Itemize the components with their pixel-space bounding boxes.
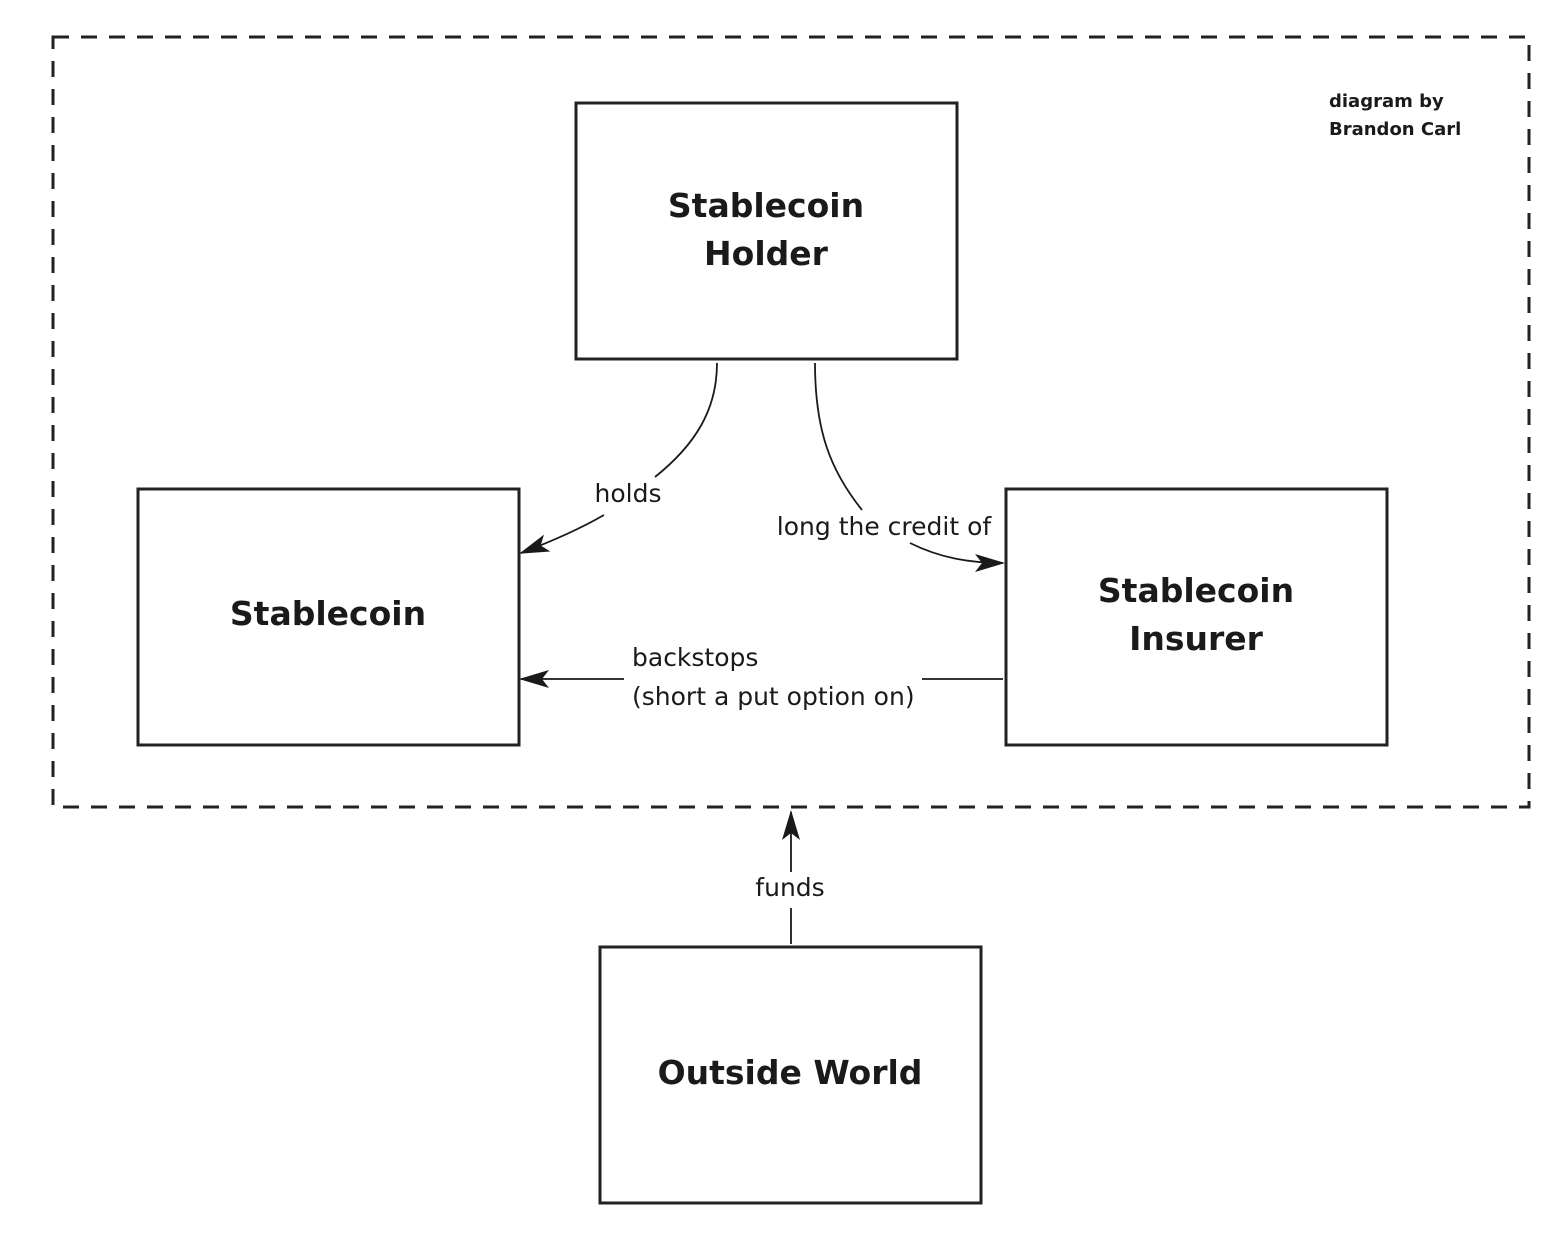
edge-holds: holds xyxy=(519,362,718,554)
edge-funds-label: funds xyxy=(755,873,824,902)
node-stablecoin-insurer: Stablecoin Insurer xyxy=(1004,487,1389,747)
node-stablecoin-holder: Stablecoin Holder xyxy=(574,101,959,361)
edge-holds-label: holds xyxy=(595,479,662,508)
edge-long-credit-label: long the credit of xyxy=(777,512,993,541)
node-outside-world-label: Outside World xyxy=(658,1053,923,1092)
edge-backstops-label-line-1: backstops xyxy=(632,643,758,672)
credit-line-2: Brandon Carl xyxy=(1329,119,1461,140)
system-boundary xyxy=(51,35,1531,809)
node-stablecoin-label: Stablecoin xyxy=(230,594,426,633)
edge-backstops-label-line-2: (short a put option on) xyxy=(632,682,915,711)
edge-backstops: backstops (short a put option on) xyxy=(519,643,1003,711)
edge-long-credit: long the credit of xyxy=(777,362,1005,572)
node-outside-world: Outside World xyxy=(598,945,983,1205)
node-stablecoin-insurer-line-1: Stablecoin xyxy=(1098,571,1294,610)
credit-line-1: diagram by xyxy=(1329,91,1444,112)
node-stablecoin-insurer-line-2: Insurer xyxy=(1129,619,1264,658)
node-stablecoin: Stablecoin xyxy=(136,487,521,747)
edge-funds: funds xyxy=(755,810,825,944)
node-stablecoin-holder-line-2: Holder xyxy=(704,234,829,273)
node-stablecoin-holder-line-1: Stablecoin xyxy=(668,186,864,225)
